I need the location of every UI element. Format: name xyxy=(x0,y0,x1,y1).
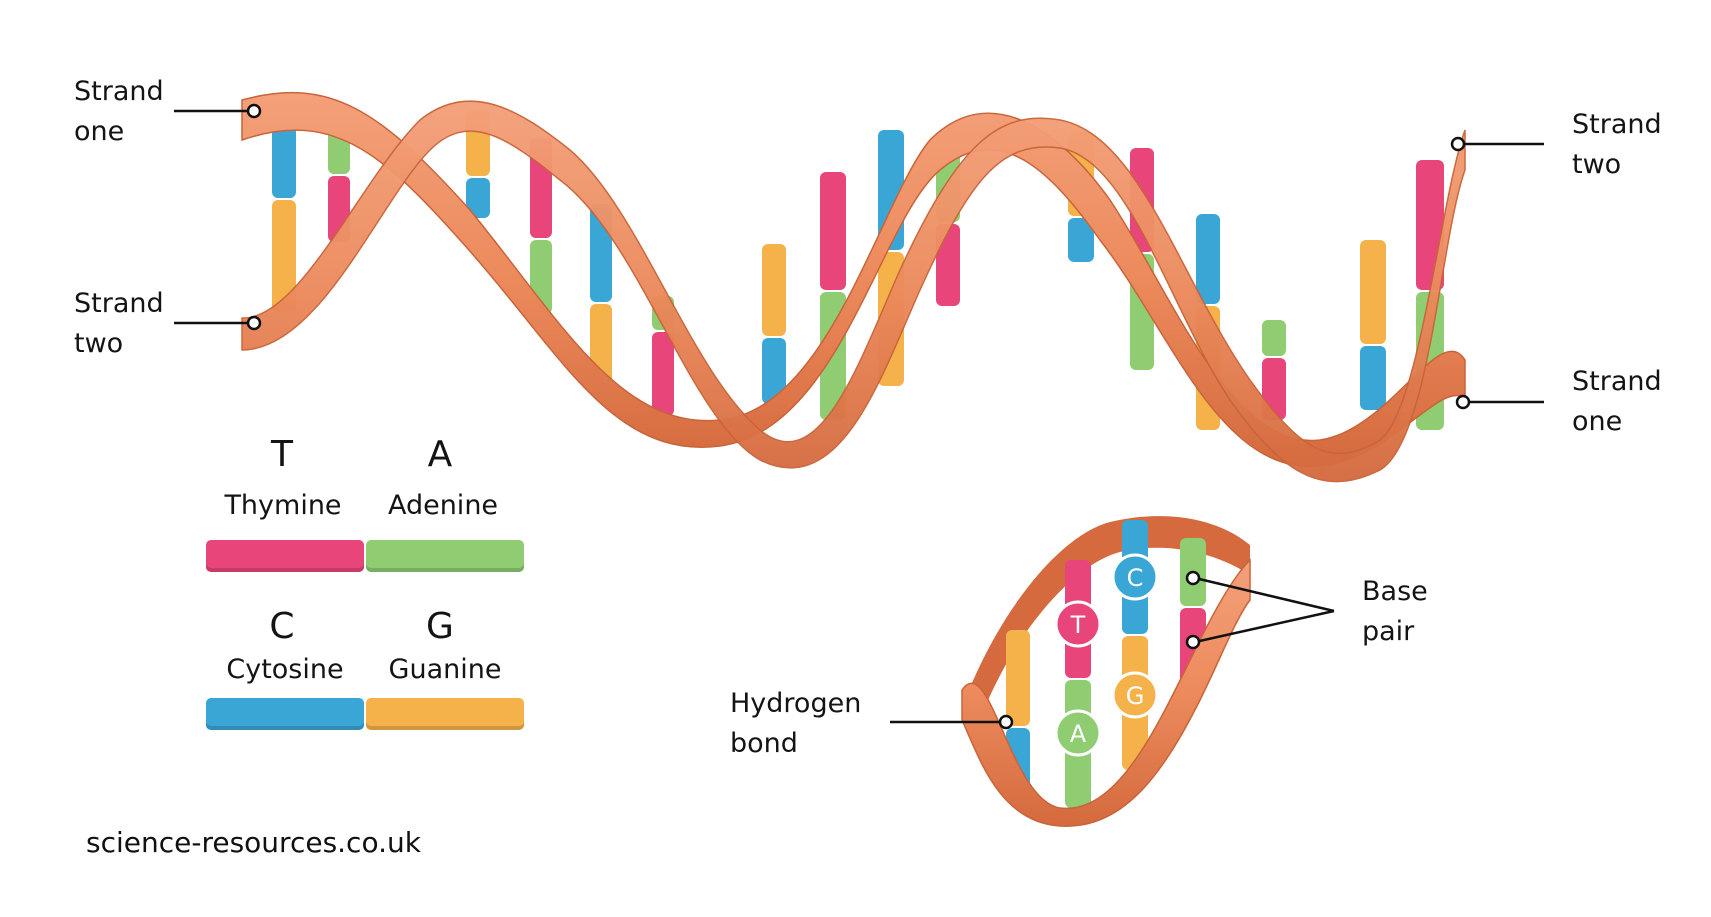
label-line: Strand xyxy=(1572,366,1662,397)
hydrogen-bond-dot xyxy=(998,714,1014,730)
legend-letter-a: A xyxy=(427,434,453,475)
strand-two-ribbon xyxy=(241,100,1466,483)
base-letter-t: T xyxy=(1070,611,1086,639)
strand-one-left-label: Strand one xyxy=(74,72,164,152)
label-line: two xyxy=(1572,149,1622,180)
strand-two-right-dot xyxy=(1450,136,1466,152)
legend-letter-g: G xyxy=(426,606,454,647)
base-letter-a: A xyxy=(1070,720,1087,748)
base-pair-label: Base pair xyxy=(1362,572,1428,652)
rung-10-bot xyxy=(1068,218,1094,262)
strand-two-left-dot xyxy=(246,315,262,331)
rung-13-top xyxy=(1262,320,1286,356)
strand-one-left-dot xyxy=(246,103,262,119)
rung-12-top xyxy=(1196,214,1220,304)
label-line: one xyxy=(74,116,125,147)
legend-letter-t: T xyxy=(271,434,293,475)
legend-name-thymine: Thymine xyxy=(224,490,342,521)
legend-name-adenine: Adenine xyxy=(387,490,499,521)
base-pair-dot-bottom xyxy=(1185,634,1201,650)
detail-rung-0-top xyxy=(1006,630,1030,726)
strand-two-left-label: Strand two xyxy=(74,284,164,364)
rung-6-bot xyxy=(762,338,786,404)
base-pair-dot-top xyxy=(1185,570,1201,586)
pointer-lines xyxy=(174,103,1544,410)
rung-7-top xyxy=(820,172,846,290)
legend-bar-guanine xyxy=(366,698,524,730)
label-line: pair xyxy=(1362,616,1415,647)
strand-one-right-dot xyxy=(1455,394,1471,410)
rung-14-top xyxy=(1360,240,1386,344)
strand-one-right-label: Strand one xyxy=(1572,362,1662,442)
detail-fragment: T C G A xyxy=(890,516,1335,827)
rung-5-bot xyxy=(652,332,674,416)
base-circle-g xyxy=(1111,671,1159,719)
rung-2-bot xyxy=(466,178,490,218)
legend-name-guanine: Guanine xyxy=(388,654,502,685)
base-letter-c: C xyxy=(1127,564,1144,592)
label-line: Strand xyxy=(74,76,164,107)
legend-bar-thymine xyxy=(206,540,364,572)
legend-bar-cytosine xyxy=(206,698,364,730)
strand-two-right-label: Strand two xyxy=(1572,105,1662,185)
base-circle-a xyxy=(1054,709,1102,757)
label-line: Hydrogen xyxy=(730,688,862,719)
backbone xyxy=(241,92,1466,483)
label-line: Strand xyxy=(1572,109,1662,140)
base-letter-g: G xyxy=(1126,682,1145,710)
label-line: one xyxy=(1572,406,1623,437)
credit-text: science-resources.co.uk xyxy=(86,826,421,859)
base-circle-t xyxy=(1054,600,1102,648)
rung-6-top xyxy=(762,244,786,336)
legend-bar-adenine xyxy=(366,540,524,572)
label-line: Strand xyxy=(74,288,164,319)
label-line: Base xyxy=(1362,576,1428,607)
detail-ribbon-back xyxy=(965,516,1250,720)
label-line: bond xyxy=(730,728,798,759)
rung-0-bot xyxy=(272,200,296,312)
rung-14-bot xyxy=(1360,346,1386,410)
base-circle-c xyxy=(1111,553,1159,601)
legend-letter-c: C xyxy=(269,606,295,647)
legend-name-cytosine: Cytosine xyxy=(226,654,344,685)
hydrogen-bond-label: Hydrogen bond xyxy=(730,684,861,764)
detail-ribbon-front xyxy=(961,558,1251,827)
label-line: two xyxy=(74,328,124,359)
